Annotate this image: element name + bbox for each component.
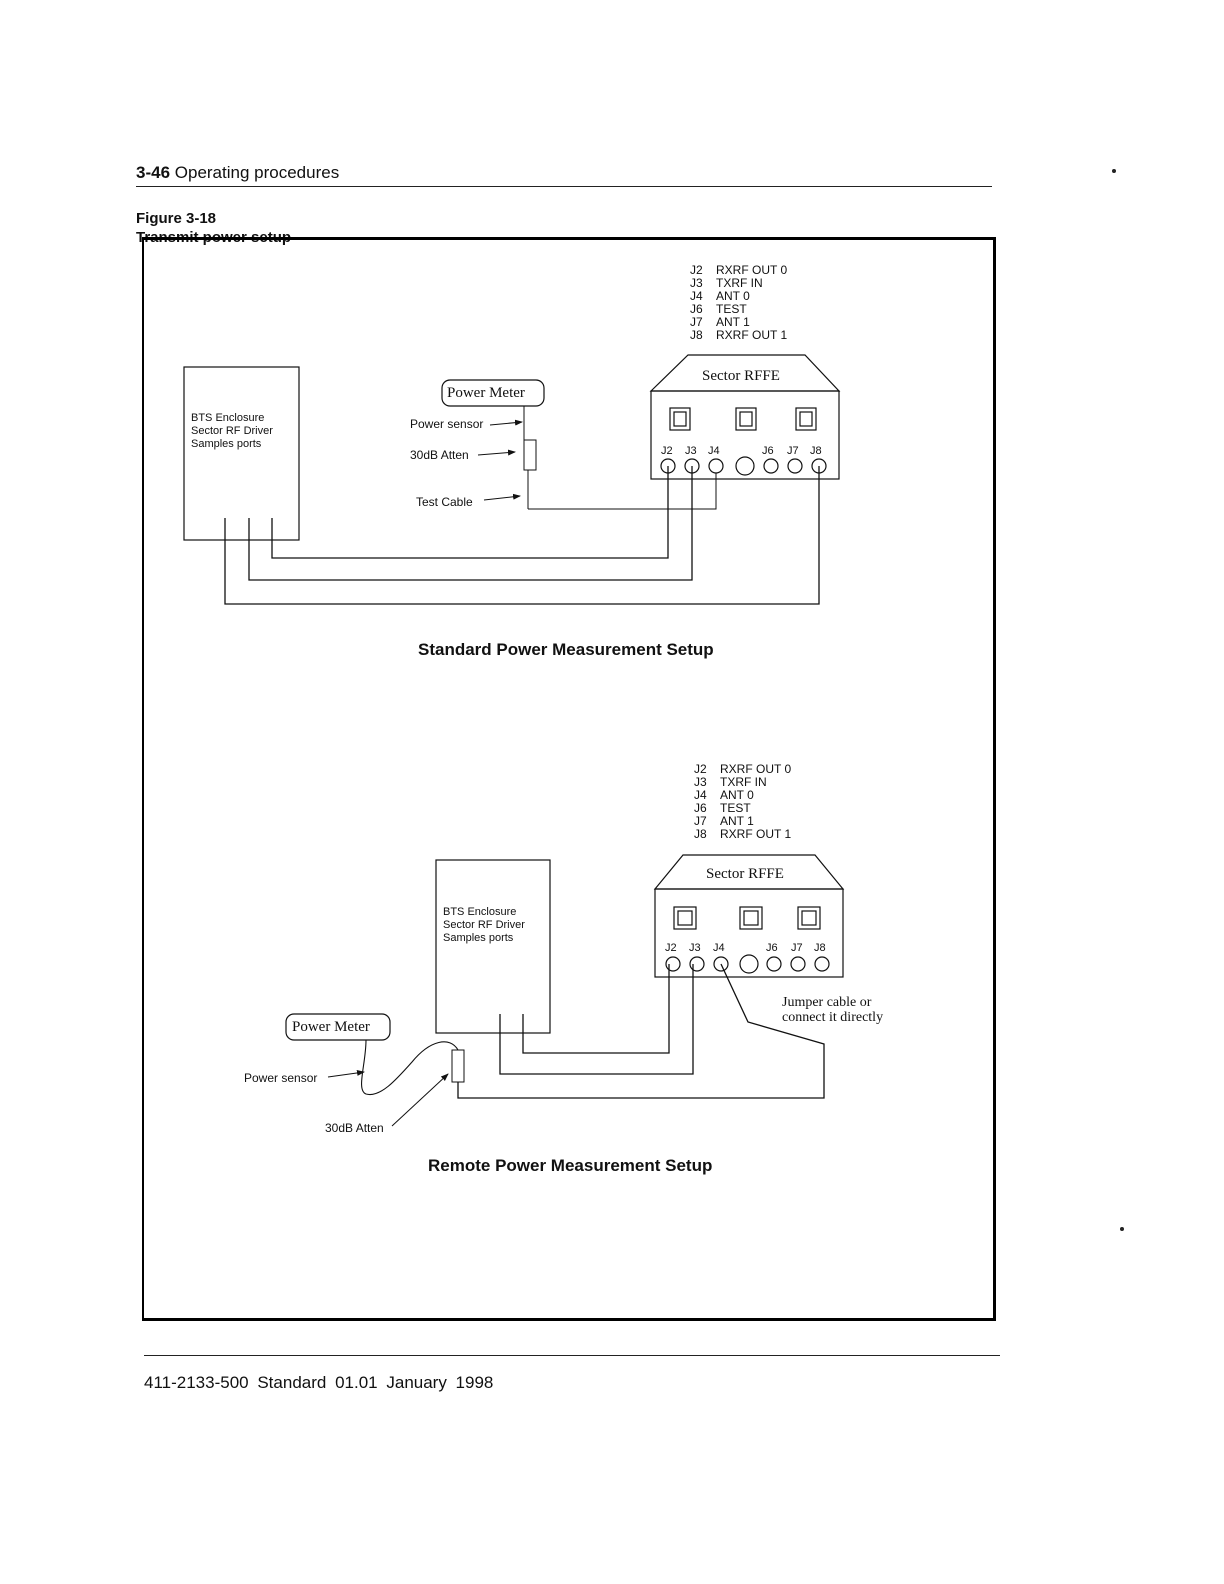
- svg-text:BTS Enclosure: BTS Enclosure: [191, 412, 264, 424]
- svg-text:J8: J8: [810, 445, 822, 457]
- atten-label: 30dB Atten: [410, 448, 469, 462]
- bts-enclosure-box: [435, 859, 551, 1034]
- legend-label: RXRF OUT 0: [720, 762, 791, 776]
- legend-label: ANT 0: [720, 788, 754, 802]
- legend-label: TXRF IN: [720, 775, 767, 789]
- legend-label: ANT 0: [716, 289, 750, 303]
- rffe-box: [654, 888, 844, 978]
- figure-number: Figure 3-18: [136, 210, 217, 227]
- rffe-title: Sector RFFE: [706, 866, 784, 882]
- svg-text:J2: J2: [665, 942, 677, 954]
- svg-text:Samples ports: Samples ports: [443, 932, 514, 944]
- legend-id: J8: [694, 827, 707, 841]
- svg-text:Jumper cable or: Jumper cable or: [782, 995, 872, 1010]
- margin-mark: [1120, 1227, 1124, 1231]
- header-rule: [136, 186, 992, 187]
- legend-id: J2: [694, 762, 707, 776]
- rffe-box: [650, 390, 840, 480]
- sensor-cable: [361, 1039, 459, 1096]
- standard-caption: Standard Power Measurement Setup: [418, 640, 714, 659]
- svg-text:connect it directly: connect it directly: [782, 1010, 883, 1025]
- legend-label: ANT 1: [720, 814, 754, 828]
- remote-caption: Remote Power Measurement Setup: [428, 1156, 712, 1175]
- power-sensor-label: Power sensor: [410, 417, 483, 431]
- svg-text:Sector RF Driver: Sector RF Driver: [191, 425, 273, 437]
- legend-label: RXRF OUT 1: [716, 328, 787, 342]
- margin-mark: [1112, 169, 1116, 173]
- legend-id: J8: [690, 328, 703, 342]
- legend-label: TEST: [720, 801, 751, 815]
- attenuator-icon: [451, 1049, 465, 1083]
- legend-id: J7: [690, 315, 703, 329]
- legend-label: RXRF OUT 1: [720, 827, 791, 841]
- test-cable-label: Test Cable: [416, 495, 473, 509]
- attenuator-icon: [523, 439, 537, 471]
- legend-id: J4: [694, 788, 707, 802]
- doc-version: 01.01: [335, 1373, 378, 1392]
- svg-text:Sector RF Driver: Sector RF Driver: [443, 919, 525, 931]
- jumper-note: Jumper cable or connect it directly: [782, 995, 883, 1025]
- page-number: 3-46: [136, 163, 171, 182]
- svg-text:J6: J6: [762, 445, 774, 457]
- doc-status: Standard: [257, 1373, 327, 1392]
- svg-text:J8: J8: [814, 942, 826, 954]
- svg-text:J7: J7: [791, 942, 803, 954]
- svg-text:J2: J2: [661, 445, 673, 457]
- figure-frame: [142, 237, 996, 1321]
- legend-label: TEST: [716, 302, 747, 316]
- legend-id: J6: [694, 801, 707, 815]
- svg-text:J4: J4: [713, 942, 725, 954]
- svg-text:J3: J3: [689, 942, 701, 954]
- atten-label: 30dB Atten: [325, 1121, 384, 1135]
- legend-id: J3: [690, 276, 703, 290]
- rffe-modules: [673, 906, 821, 930]
- bts-enclosure-label: BTS Enclosure Sector RF Driver Samples p…: [191, 412, 273, 450]
- power-meter-label: Power Meter: [447, 385, 525, 401]
- bts-enclosure-box: [183, 366, 300, 541]
- legend-id: J2: [690, 263, 703, 277]
- svg-text:BTS Enclosure: BTS Enclosure: [443, 906, 516, 918]
- svg-text:Samples ports: Samples ports: [191, 438, 262, 450]
- legend-id: J7: [694, 814, 707, 828]
- svg-text:J4: J4: [708, 445, 720, 457]
- rffe-title: Sector RFFE: [702, 368, 780, 384]
- svg-text:J7: J7: [787, 445, 799, 457]
- doc-number: 411-2133-500: [144, 1373, 249, 1392]
- svg-text:J3: J3: [685, 445, 697, 457]
- remote-setup: J2 RXRF OUT 0 J3 TXRF IN J4 ANT 0 J6 TES…: [244, 762, 883, 1175]
- power-sensor-label: Power sensor: [244, 1071, 317, 1085]
- remote-cables: [457, 963, 825, 1099]
- rffe-modules: [669, 407, 817, 431]
- power-meter-box: [285, 1013, 391, 1041]
- port-labels: J2 J3 J4 J6 J7 J8: [661, 445, 822, 457]
- standard-connector-legend: J2 RXRF OUT 0 J3 TXRF IN J4 ANT 0 J6 TES…: [690, 263, 787, 342]
- legend-id: J4: [690, 289, 703, 303]
- standard-setup: J2 RXRF OUT 0 J3 TXRF IN J4 ANT 0 J6 TES…: [183, 263, 841, 659]
- page-footer: 411-2133-500 Standard 01.01 January 1998: [144, 1373, 493, 1393]
- test-cable-line: [528, 466, 717, 510]
- section-title: Operating procedures: [174, 163, 340, 182]
- svg-text:J6: J6: [766, 942, 778, 954]
- legend-id: J3: [694, 775, 707, 789]
- power-meter-label: Power Meter: [292, 1019, 370, 1035]
- port-connectors: [665, 954, 830, 974]
- legend-label: RXRF OUT 0: [716, 263, 787, 277]
- legend-label: TXRF IN: [716, 276, 763, 290]
- power-meter-box: [441, 379, 545, 407]
- bts-enclosure-label: BTS Enclosure Sector RF Driver Samples p…: [443, 906, 525, 944]
- port-connectors: [660, 456, 827, 476]
- page-header: 3-46 Operating procedures: [136, 163, 339, 183]
- legend-label: ANT 1: [716, 315, 750, 329]
- remote-connector-legend: J2 RXRF OUT 0 J3 TXRF IN J4 ANT 0 J6 TES…: [694, 762, 791, 841]
- footer-rule: [144, 1355, 1000, 1356]
- port-labels: J2 J3 J4 J6 J7 J8: [665, 942, 826, 954]
- legend-id: J6: [690, 302, 703, 316]
- standard-cables: [224, 466, 820, 605]
- doc-date: January 1998: [386, 1373, 494, 1392]
